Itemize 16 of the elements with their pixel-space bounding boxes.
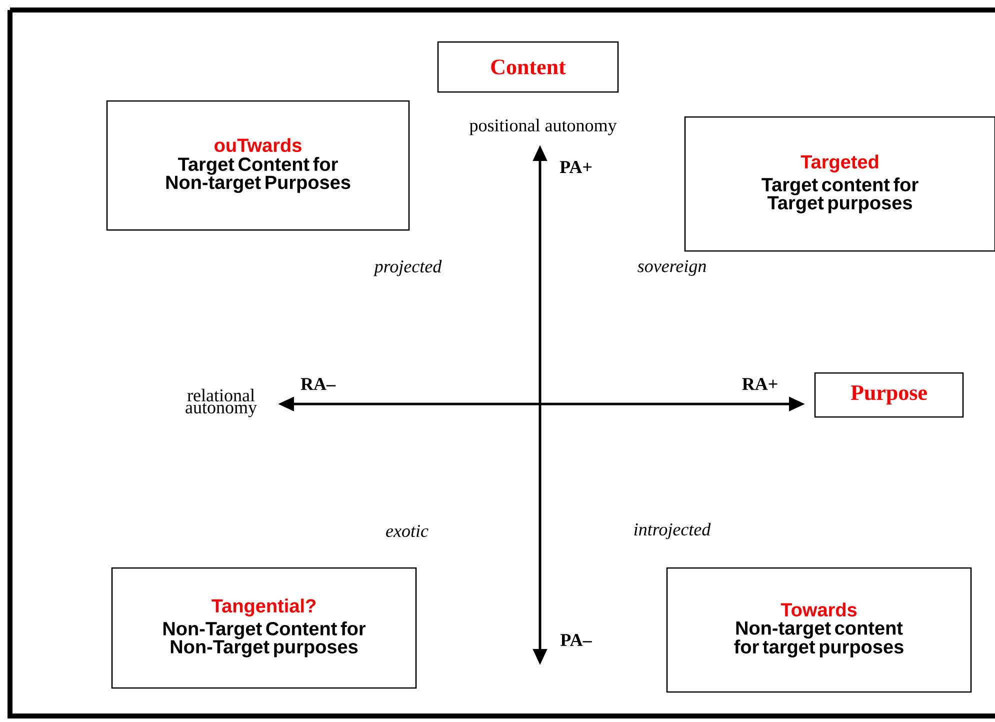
text-box: Targeted Target content for Target purposes <box>684 116 995 252</box>
axis-label: relational autonomy <box>186 388 257 418</box>
text-box: ouTwards Target Content for Non-target Purposes <box>106 100 410 231</box>
axis-label: PA+ <box>560 161 592 173</box>
quadrant-label: projected <box>373 260 442 276</box>
axis-label: RA+ <box>742 378 778 390</box>
text-box: Purpose <box>814 372 964 418</box>
axis-label: PA– <box>560 634 592 646</box>
text-box: Content <box>437 41 619 93</box>
text-box: Tangential? Non-Target Content for Non-Target purposes <box>111 567 417 689</box>
text-box: Towards Non-target content for target purposes <box>666 567 972 693</box>
axis-label: positional autonomy <box>470 118 617 136</box>
quadrant-label: introjected <box>634 522 711 540</box>
quadrant-label: exotic <box>386 524 428 538</box>
axis-label: RA– <box>300 378 336 390</box>
quadrant-label: sovereign <box>638 260 706 276</box>
